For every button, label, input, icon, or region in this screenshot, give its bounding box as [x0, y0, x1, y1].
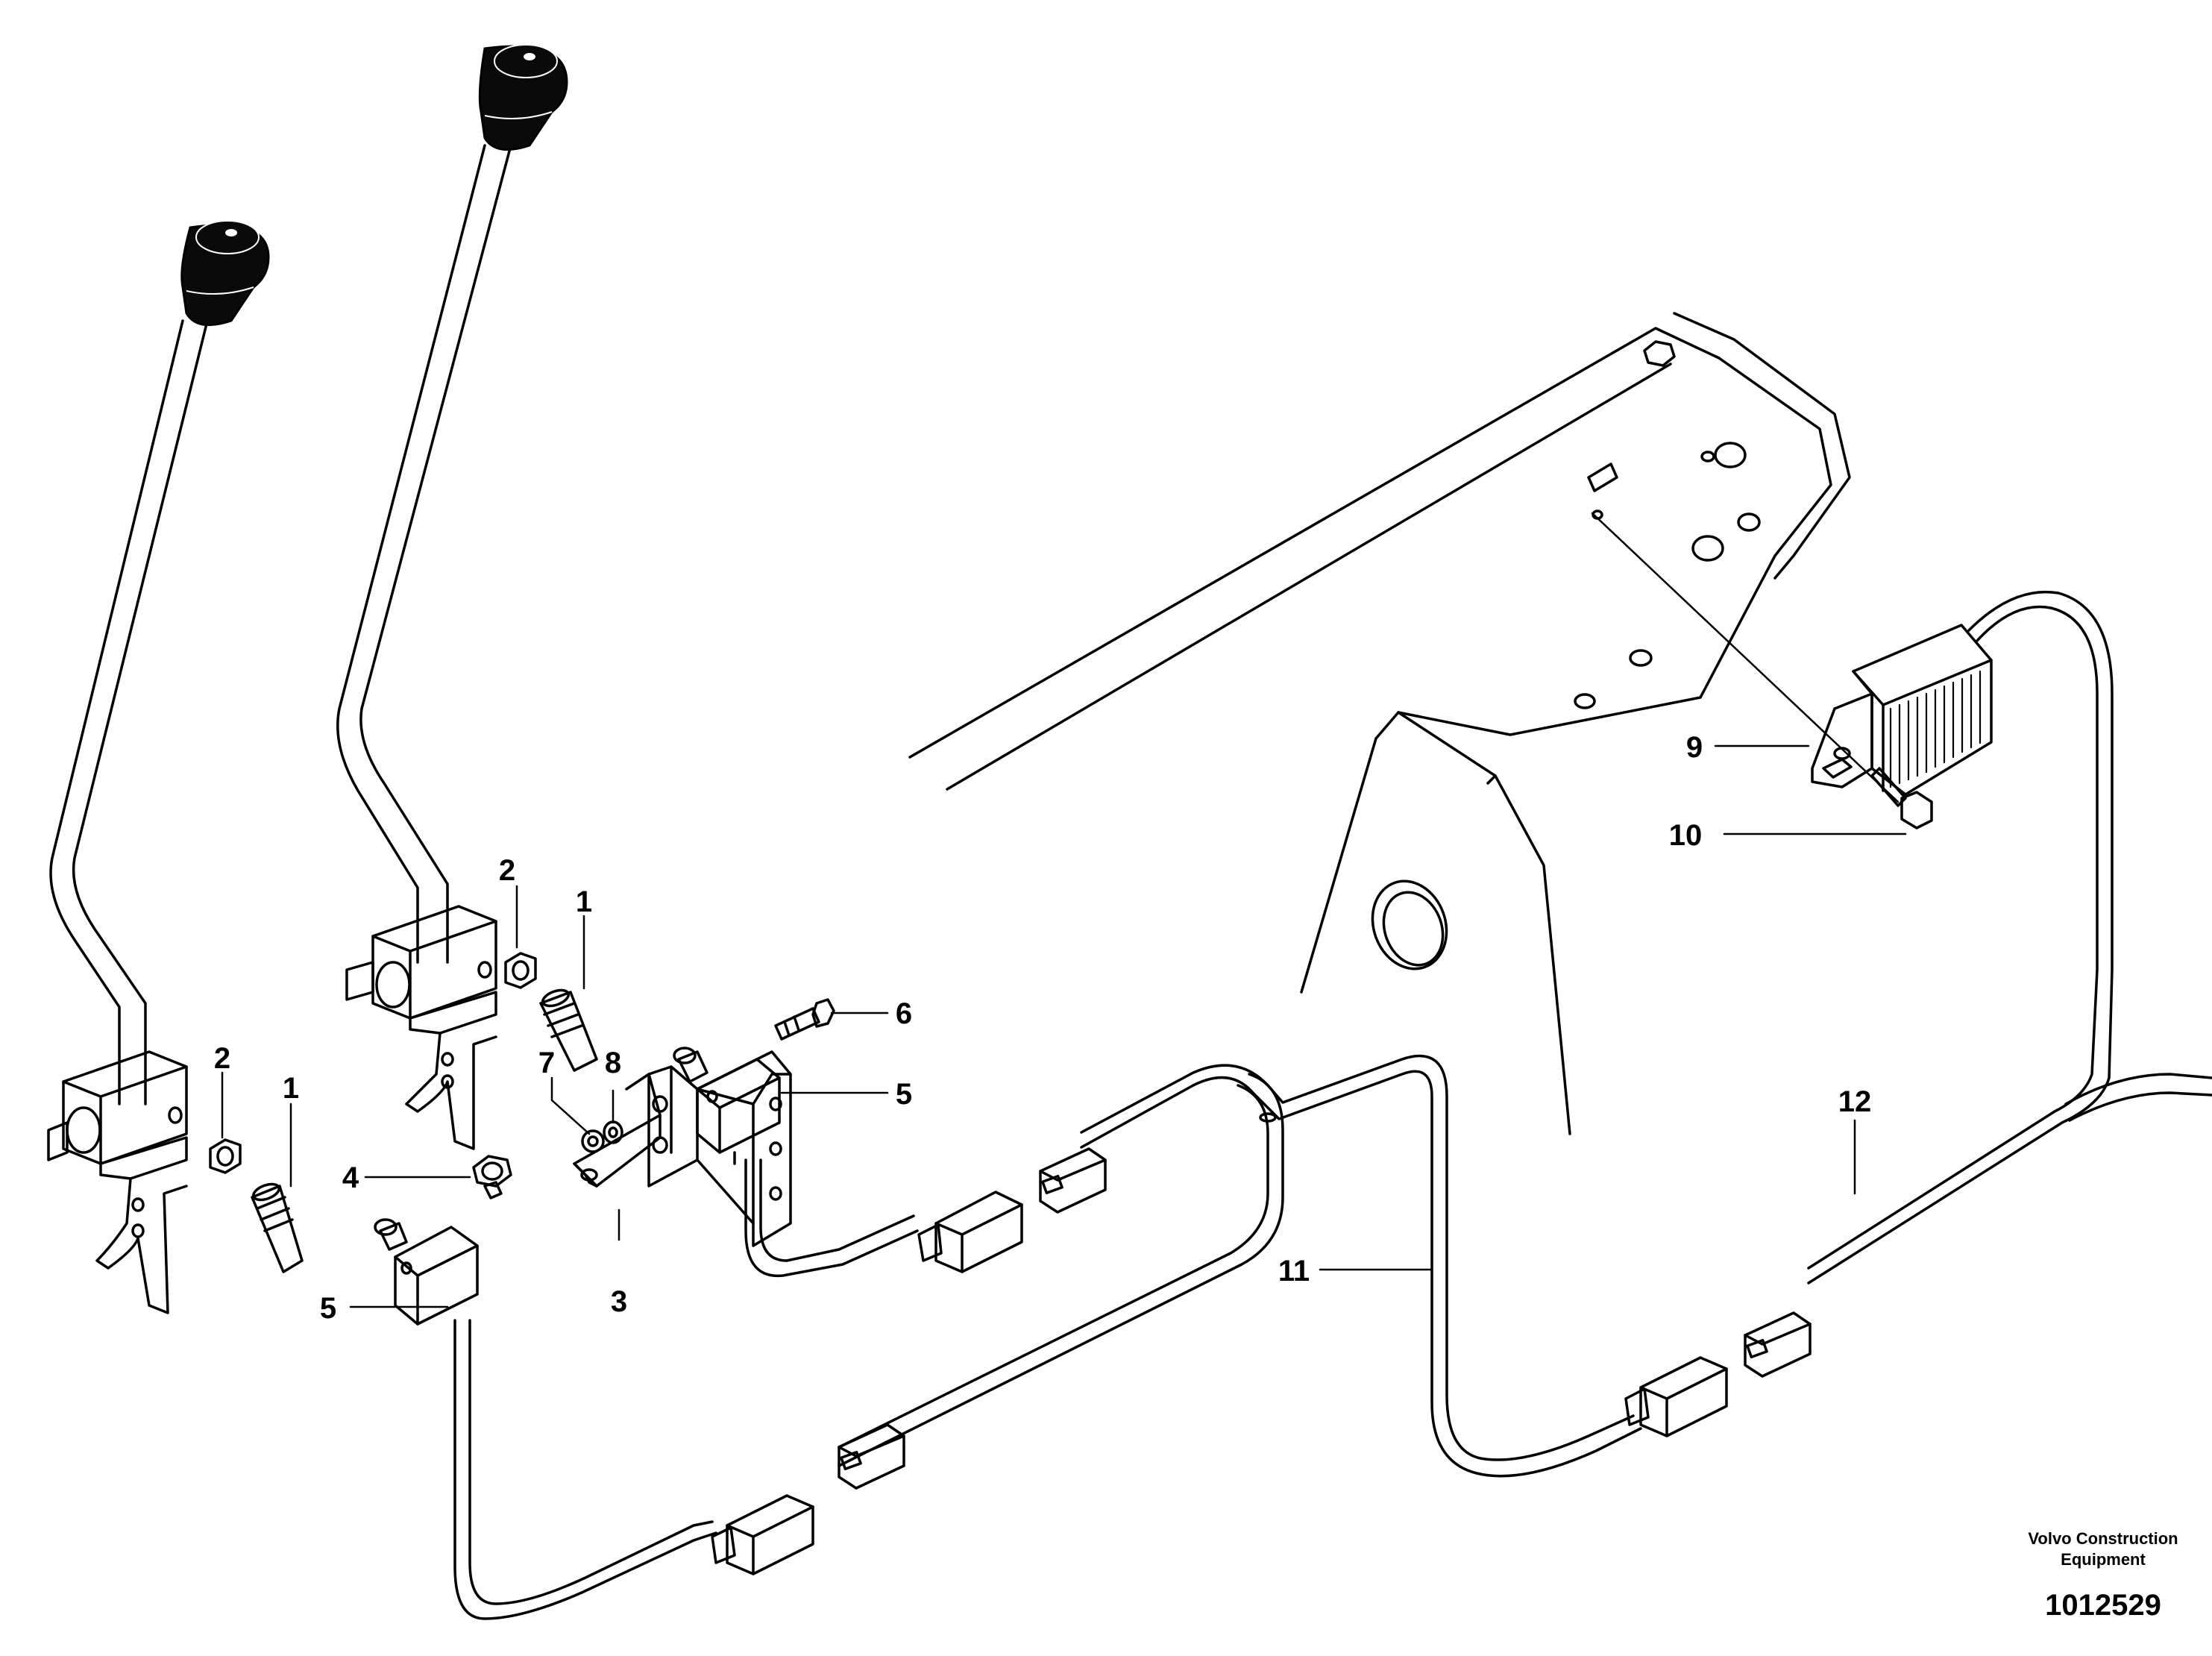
- switch-5-lower: [374, 1218, 479, 1326]
- callout-4: 4: [342, 1161, 359, 1194]
- washer-7-nut-8: [581, 1120, 623, 1153]
- pin-1-left: [251, 1182, 304, 1273]
- lever-knob-left: [180, 220, 270, 327]
- joystick-lever-right: [336, 144, 512, 1150]
- manufacturer-caption-line1: Volvo Construction: [2028, 1529, 2178, 1548]
- harness-11: [453, 1054, 1642, 1620]
- callout-2-lower: 2: [214, 1042, 230, 1075]
- callout-7: 7: [538, 1047, 555, 1079]
- nut-2-left: [209, 1138, 242, 1174]
- callout-5-upper: 5: [896, 1078, 912, 1111]
- lever-knob-right: [478, 44, 568, 151]
- callout-1-lower: 1: [283, 1072, 299, 1105]
- callout-8: 8: [605, 1047, 621, 1079]
- buzzer-9-fins: [1889, 670, 1982, 788]
- callout-1-upper: 1: [576, 885, 592, 918]
- callout-6: 6: [896, 997, 912, 1030]
- pin-1-right: [539, 988, 598, 1072]
- nut-2-right: [504, 952, 537, 989]
- callout-9: 9: [1686, 731, 1703, 764]
- harness-12: [1807, 590, 2212, 1285]
- bracket-3: [573, 1050, 792, 1247]
- bolt-10-axis-line: [1591, 512, 1900, 803]
- callout-5-lower: 5: [320, 1292, 336, 1325]
- connector-pair-right: [1624, 1311, 1812, 1437]
- callout-3: 3: [611, 1285, 627, 1318]
- bolt-4: [472, 1155, 512, 1199]
- manufacturer-caption-line2: Equipment: [2061, 1550, 2146, 1569]
- drawing-number: 1012529: [2045, 1589, 2161, 1622]
- buzzer-9: [1811, 624, 1993, 796]
- callout-11: 11: [1278, 1255, 1310, 1288]
- switch-5-upper: [673, 1047, 781, 1165]
- connector-pair-upper: [917, 1147, 1107, 1273]
- callout-12: 12: [1838, 1085, 1872, 1118]
- callout-10: 10: [1669, 819, 1703, 852]
- bolt-6: [774, 998, 835, 1041]
- bolt-10: [1870, 767, 1933, 829]
- leader-lines: [221, 744, 1907, 1308]
- machine-frame: [908, 312, 1851, 1135]
- joystick-lever-left: [47, 319, 209, 1314]
- callout-2-upper: 2: [499, 854, 515, 887]
- connector-pair-lower: [711, 1423, 905, 1575]
